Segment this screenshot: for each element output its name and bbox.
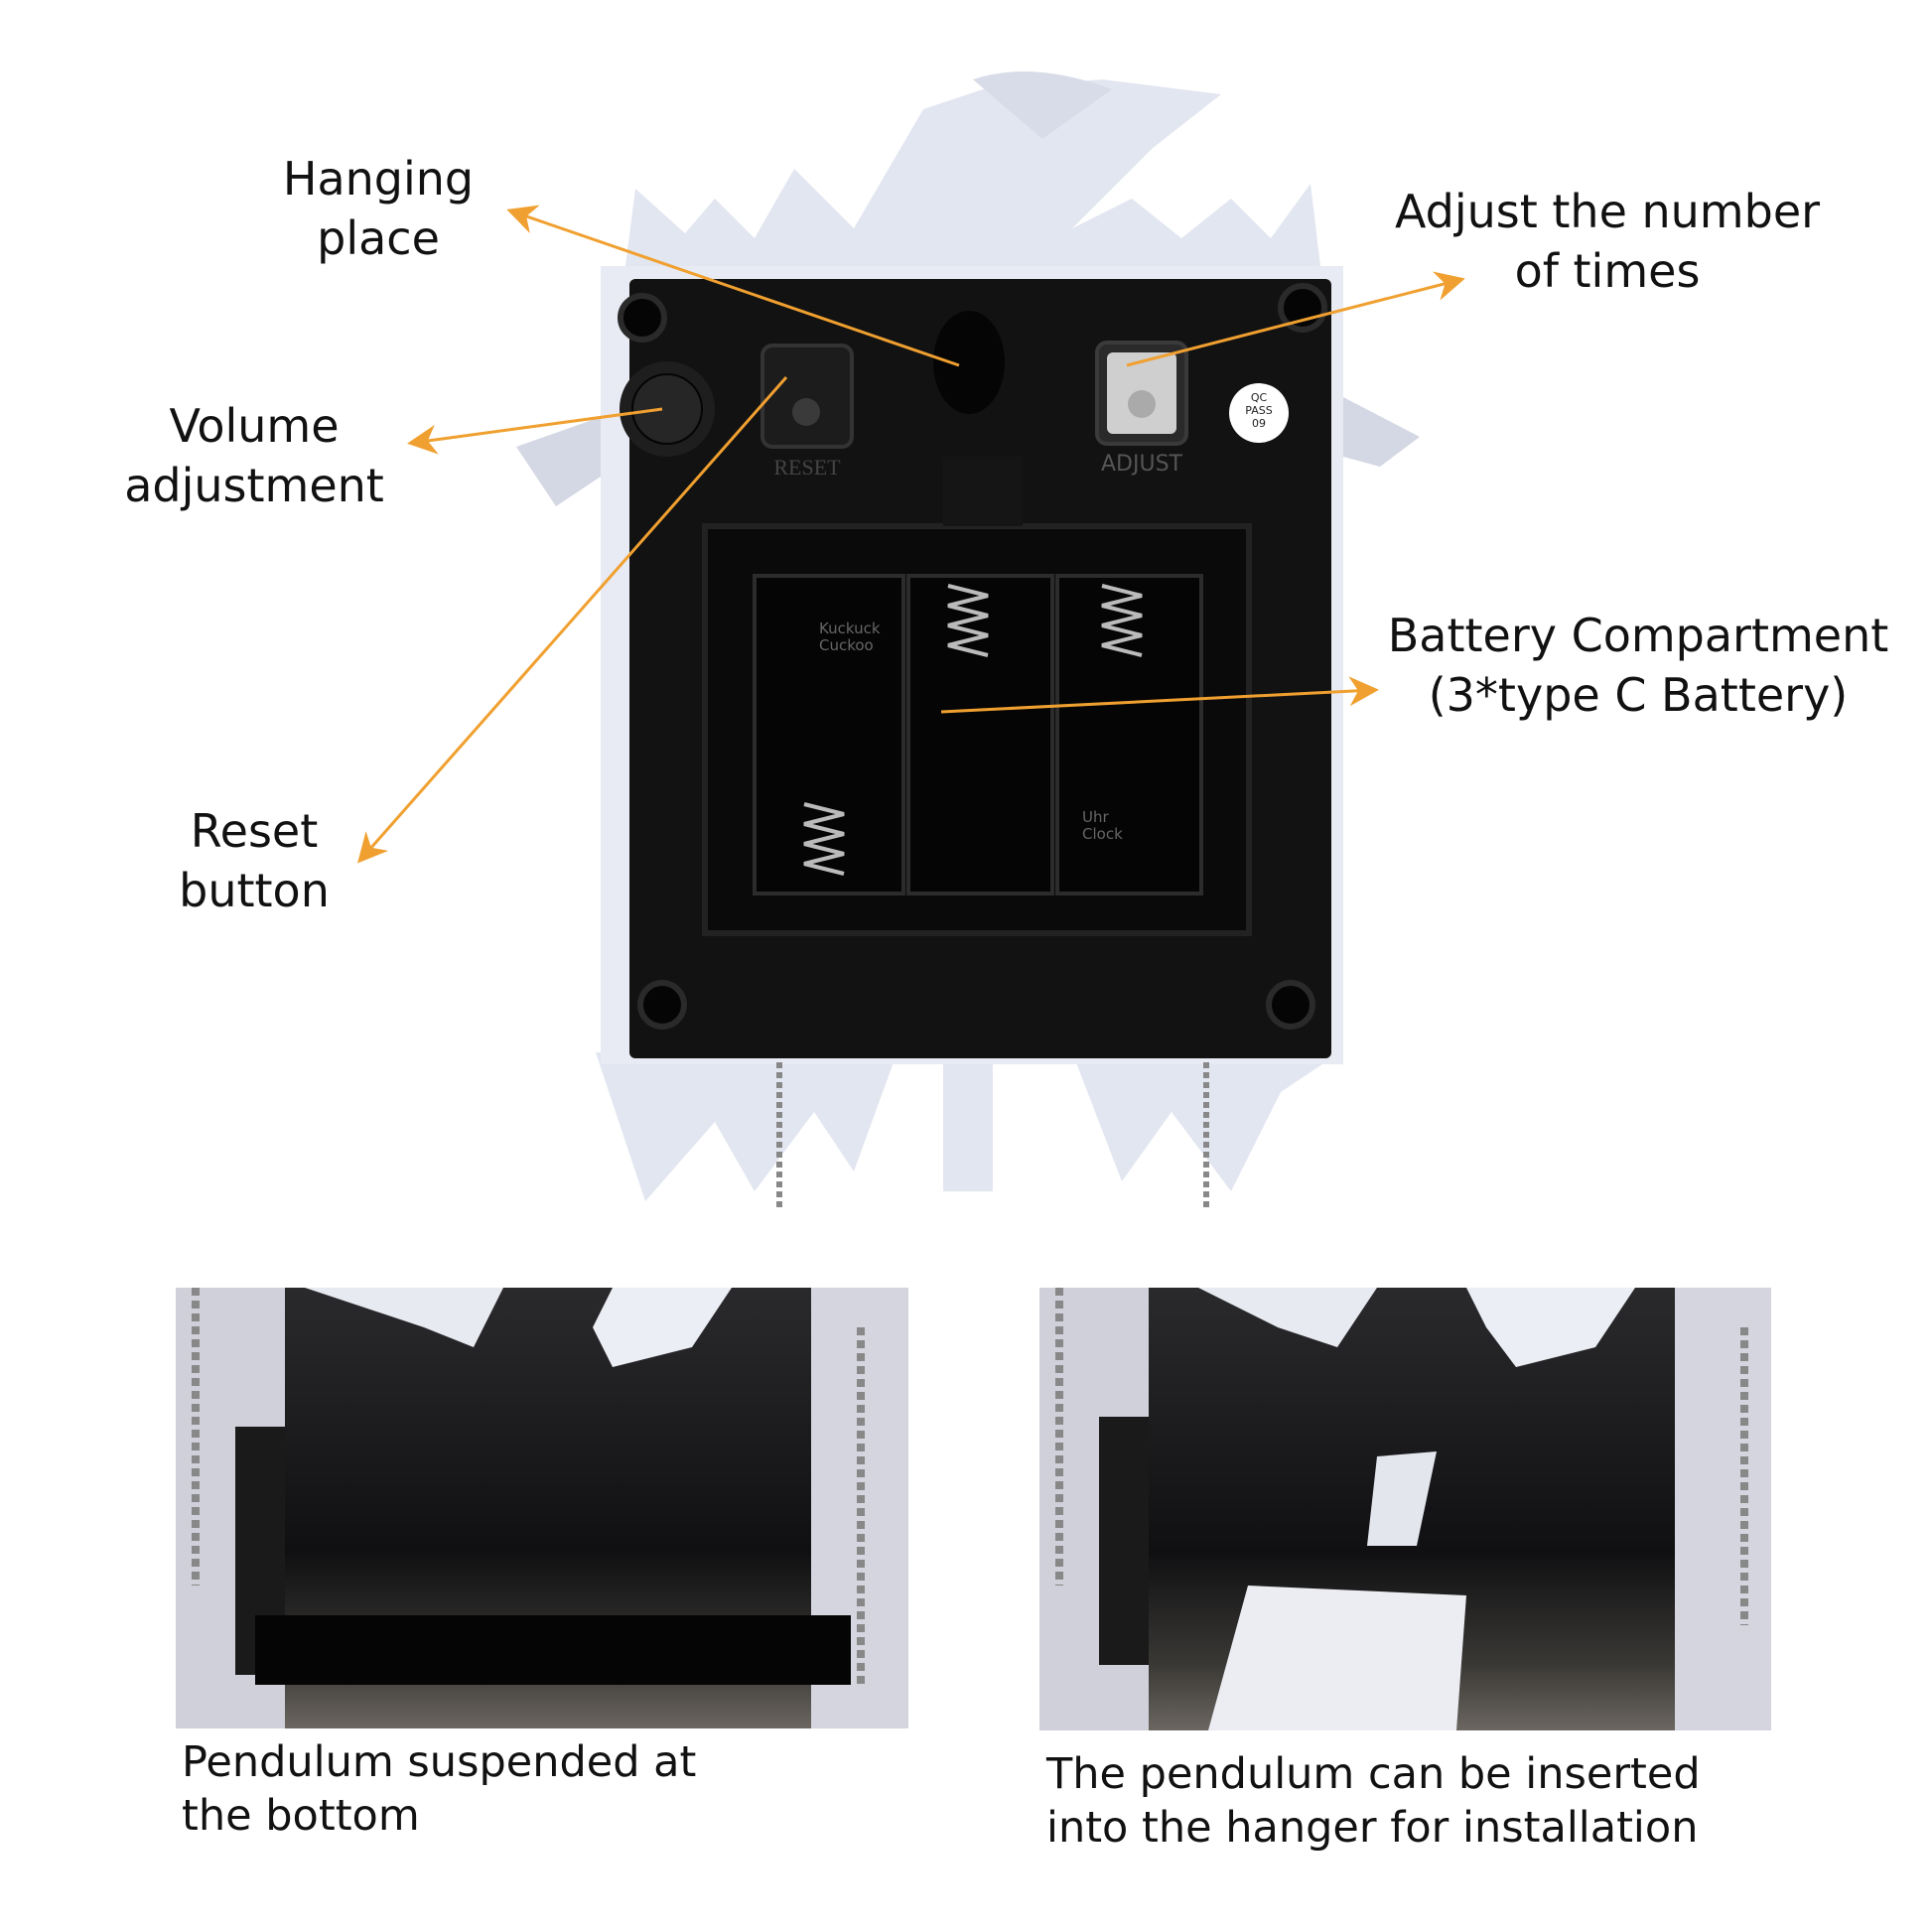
qc-line-1: QC: [1250, 391, 1268, 404]
caption-line: the bottom: [182, 1791, 420, 1841]
qc-line-2: PASS: [1245, 404, 1273, 417]
caption-photo-1: Pendulum suspended at the bottom: [182, 1735, 696, 1843]
label-line: place: [317, 211, 440, 265]
battery-text-cuckoo: Cuckoo: [819, 636, 874, 654]
label-battery: Battery Compartment (3*type C Battery): [1388, 606, 1889, 725]
label-line: Hanging: [282, 152, 475, 206]
caption-line: into the hanger for installation: [1046, 1803, 1699, 1853]
battery-text-clock: Clock: [1082, 825, 1123, 843]
label-line: Adjust the number: [1394, 185, 1821, 238]
caption-photo-2: The pendulum can be inserted into the ha…: [1046, 1747, 1701, 1855]
label-line: adjustment: [124, 459, 384, 512]
photo-pendulum-suspended: [176, 1288, 908, 1728]
label-reset: Reset button: [179, 801, 330, 920]
qc-line-3: 09: [1252, 417, 1266, 430]
label-line: of times: [1514, 244, 1701, 298]
qc-sticker: QC PASS 09: [1229, 391, 1289, 430]
battery-text-2: Uhr Clock: [1082, 809, 1123, 843]
label-adjust-times: Adjust the number of times: [1395, 182, 1820, 301]
label-volume: Volume adjustment: [124, 396, 384, 515]
label-line: (3*type C Battery): [1428, 668, 1849, 722]
label-line: button: [179, 864, 330, 917]
reset-marking: RESET: [773, 455, 841, 480]
battery-text-1: Kuckuck Cuckoo: [819, 621, 881, 654]
label-line: Reset: [190, 804, 319, 858]
label-hanging-place: Hanging place: [283, 149, 474, 268]
photo-pendulum-inserted: [1039, 1288, 1771, 1730]
label-line: Volume: [169, 399, 340, 453]
caption-line: Pendulum suspended at: [182, 1737, 697, 1787]
battery-text-kuckuck: Kuckuck: [819, 620, 881, 637]
label-line: Battery Compartment: [1387, 609, 1889, 662]
caption-line: The pendulum can be inserted: [1046, 1749, 1701, 1799]
adjust-marking: ADJUST: [1101, 452, 1182, 477]
battery-text-uhr: Uhr: [1082, 808, 1109, 826]
photo-2-scene: [1039, 1288, 1771, 1730]
photo-1-scene: [176, 1288, 908, 1728]
